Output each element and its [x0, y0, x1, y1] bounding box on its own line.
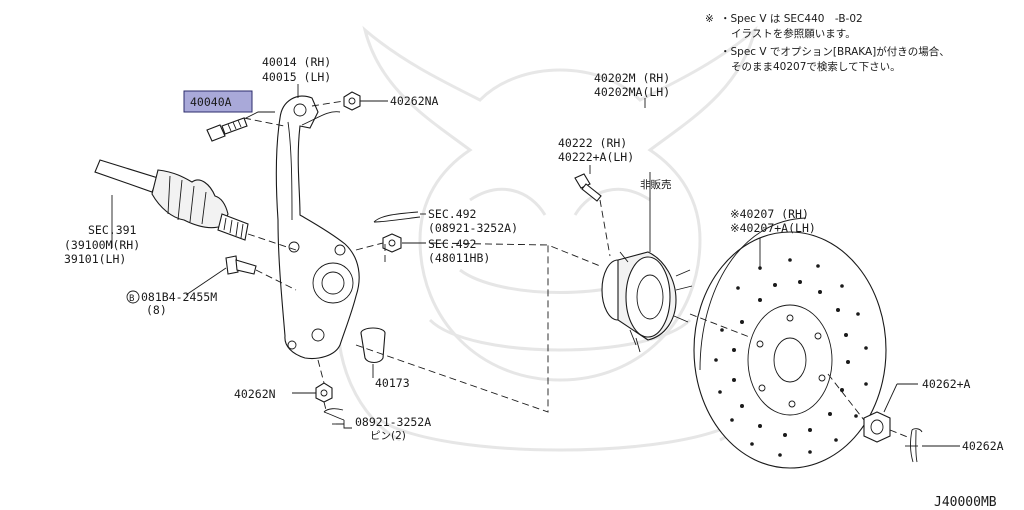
bolt-40040a[interactable]: [206, 117, 248, 142]
cotter-pin-bottom[interactable]: [323, 408, 345, 421]
label-knuckle-lh[interactable]: 40015 (LH): [262, 70, 331, 84]
label-sec391-lh: 39101(LH): [64, 252, 126, 266]
label-sec391[interactable]: SEC.391: [88, 223, 137, 237]
label-40262a[interactable]: 40262A: [962, 439, 1004, 453]
nut-48011hb[interactable]: [382, 233, 402, 253]
label-40173[interactable]: 40173: [375, 376, 410, 390]
label-hub-rh[interactable]: 40202M (RH): [594, 71, 670, 85]
label-knuckle-rh[interactable]: 40014 (RH): [262, 55, 331, 69]
note-line-4: そのまま40207で検索して下さい。: [731, 60, 901, 73]
nut-40262n[interactable]: [315, 382, 333, 403]
bushing-40173[interactable]: [360, 327, 386, 364]
label-pin-code[interactable]: 08921-3252A: [355, 415, 431, 429]
label-40040a[interactable]: 40040A: [190, 95, 232, 109]
drive-shaft[interactable]: [94, 159, 249, 241]
label-081b4[interactable]: 081B4-2455M: [141, 290, 217, 304]
rotor-drill-holes: [714, 258, 868, 457]
label-sec492-a-sub: (08921-3252A): [428, 221, 518, 235]
note-mark: ※: [705, 13, 714, 25]
brake-rotor[interactable]: [693, 217, 887, 469]
label-hubbolt-rh[interactable]: 40222 (RH): [558, 136, 627, 150]
label-sec492-b-sub: (48011HB): [428, 251, 490, 265]
label-sec391-rh: (39100M(RH): [64, 238, 140, 252]
label-081b4-qty: (8): [146, 303, 167, 317]
label-40262na[interactable]: 40262NA: [390, 94, 439, 108]
rotor-bolt-holes: [756, 314, 826, 408]
hub-bolt-40222[interactable]: [574, 173, 602, 202]
label-sec492-a[interactable]: SEC.492: [428, 207, 476, 221]
label-hubbolt-lh[interactable]: 40222+A(LH): [558, 150, 634, 164]
label-40262n[interactable]: 40262N: [234, 387, 276, 401]
notes-block: ※ ・Spec V は SEC440 -B-02 イラストを参照願います。 ・S…: [705, 13, 950, 73]
bolt-081b4[interactable]: [225, 255, 257, 275]
steering-knuckle[interactable]: [275, 95, 360, 360]
selected-part-highlight[interactable]: [183, 90, 253, 113]
diagram-id: J40000MB: [934, 495, 997, 510]
cotter-pin-40262a[interactable]: [910, 428, 923, 463]
label-bolt-b-mark: B: [129, 294, 134, 304]
label-hub-lh[interactable]: 40202MA(LH): [594, 85, 670, 99]
label-rotor-rh[interactable]: ※40207 (RH): [730, 207, 809, 221]
note-line-2: イラストを参照願います。: [731, 27, 856, 40]
note-line-3: ・Spec V でオプション[BRAKA]が付きの場合、: [720, 45, 950, 58]
label-sec492-b[interactable]: SEC.492: [428, 237, 476, 251]
label-not-sold: 非販売: [640, 178, 672, 191]
note-line-1: ・Spec V は SEC440 -B-02: [720, 13, 863, 25]
leader-lines: [111, 84, 960, 447]
assembly-dashed-lines: [243, 100, 911, 439]
nut-40262na[interactable]: [343, 91, 361, 111]
nut-40262-plus-a[interactable]: [863, 411, 891, 443]
circled-b-mark: [126, 290, 140, 304]
hub-assembly[interactable]: [601, 251, 693, 353]
label-40262-plus-a[interactable]: 40262+A: [922, 377, 971, 391]
label-rotor-lh[interactable]: ※40207+A(LH): [730, 221, 816, 235]
label-pin-qty: ピン(2): [370, 430, 406, 442]
cotter-pin-upper[interactable]: [373, 211, 421, 223]
